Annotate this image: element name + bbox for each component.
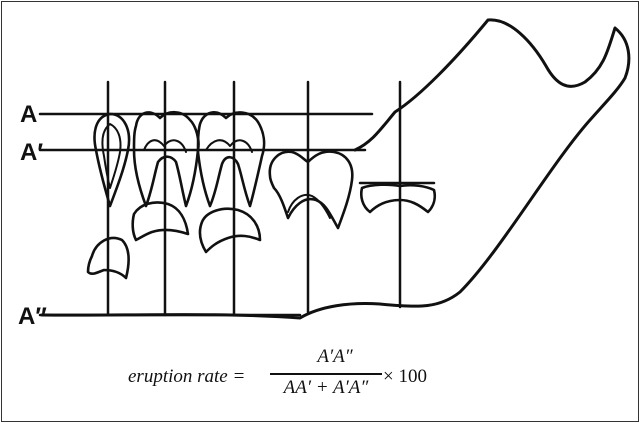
tooth-molar-2-crown bbox=[196, 111, 266, 208]
formula-rhs: × 100 bbox=[383, 366, 427, 387]
tooth-developing-crown bbox=[359, 183, 437, 214]
tooth-molar-3-pulp bbox=[287, 194, 331, 219]
fraction-bar bbox=[270, 373, 382, 375]
formula-numerator: A′A″ bbox=[317, 346, 353, 367]
label-a-prime: A′ bbox=[20, 139, 43, 166]
label-a: A bbox=[20, 101, 37, 128]
formula-lhs: eruption rate = bbox=[128, 366, 246, 387]
tooth-molar-1-crown bbox=[132, 110, 200, 208]
tooth-bud-2 bbox=[131, 201, 190, 242]
tooth-bud-1 bbox=[86, 236, 130, 280]
formula-denominator: AA′ + A′A″ bbox=[283, 377, 369, 398]
tooth-bud-3 bbox=[198, 207, 262, 254]
eruption-rate-formula: eruption rate = A′A″ AA′ + A′A″ × 100 bbox=[0, 340, 642, 410]
tooth-incisor-inner bbox=[101, 123, 122, 189]
label-a-double-prime: A″ bbox=[18, 303, 47, 330]
tooth-incisor-outer bbox=[93, 112, 131, 208]
tooth-molar-2-pulp bbox=[205, 139, 253, 153]
tooth-molar-3-crown bbox=[268, 150, 354, 230]
tooth-molar-1-pulp bbox=[143, 139, 187, 153]
mandible-outline bbox=[40, 18, 631, 320]
